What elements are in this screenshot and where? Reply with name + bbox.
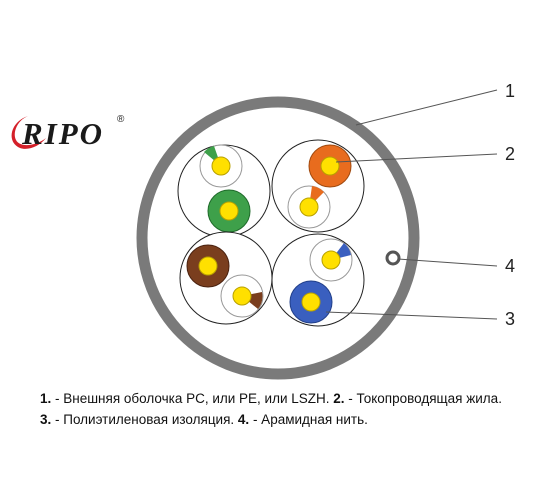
leader-line-4	[397, 258, 498, 267]
callout-3: 3	[505, 309, 515, 329]
twisted-pair-orange	[271, 139, 365, 233]
twisted-pair-brown	[179, 231, 273, 325]
legend-line-1: 1. - Внешняя оболочка PC, или PE, или LS…	[40, 388, 560, 409]
legend-text: - Полиэтиленовая изоляция.	[51, 412, 238, 427]
callout-1: 1	[505, 81, 515, 101]
outer-jacket	[136, 96, 420, 380]
legend-number: 3.	[40, 412, 52, 427]
legend: 1. - Внешняя оболочка PC, или PE, или LS…	[40, 388, 560, 430]
cable-cross-section-diagram: 1 2 3 4	[136, 81, 515, 380]
legend-line-2: 3. - Полиэтиленовая изоляция. 4. - Арами…	[40, 409, 560, 430]
conductor	[320, 156, 340, 176]
logo-text: RIPO	[22, 116, 105, 151]
leader-line-3	[325, 311, 498, 320]
registered-mark: ®	[117, 114, 125, 125]
leader-line-2	[335, 153, 498, 163]
leader-line-1	[355, 89, 498, 126]
legend-text: - Токопроводящая жила.	[344, 391, 502, 406]
legend-number: 2.	[333, 391, 345, 406]
conductor	[299, 197, 319, 217]
conductor	[219, 201, 239, 221]
legend-number: 4.	[237, 412, 250, 427]
legend-text: - Внешняя оболочка PC, или PE, или LSZH.	[51, 391, 334, 406]
twisted-pair-green	[177, 144, 271, 238]
legend-number: 1.	[40, 391, 52, 406]
callout-4: 4	[505, 256, 515, 276]
legend-text: - Арамидная нить.	[249, 412, 368, 427]
conductor	[321, 250, 341, 270]
aramid-thread	[385, 250, 401, 266]
twisted-pair-blue	[271, 233, 365, 327]
conductor	[232, 286, 252, 306]
conductor	[301, 292, 321, 312]
conductor	[198, 256, 218, 276]
ripo-logo: RIPO ®	[6, 108, 130, 158]
callout-2: 2	[505, 144, 515, 164]
conductor	[211, 156, 231, 176]
